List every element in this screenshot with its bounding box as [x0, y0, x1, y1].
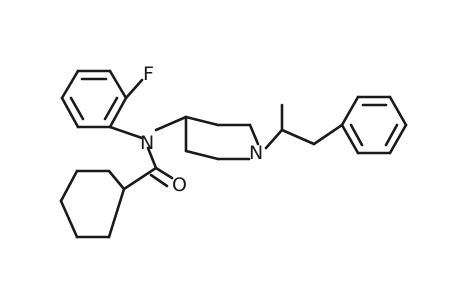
oxygen-label: O: [172, 174, 187, 196]
carbonyl-double-bond: [149, 166, 174, 188]
carbonyl-cyclohexyl-bond: [122, 166, 158, 191]
fluorine-label: F: [143, 63, 154, 85]
ch2-phenyl-bond: [312, 123, 344, 146]
amide-nitrogen-label: N: [140, 132, 154, 154]
aryl-n-bond: [108, 125, 144, 140]
piperidine-ring: [184, 115, 260, 161]
n-sidechain-bond: [264, 128, 284, 150]
cyclohexyl-ring: [59, 169, 126, 239]
piperidine-nitrogen-label: N: [249, 142, 263, 164]
c-f-bond: [124, 78, 144, 100]
n-piperidine-bond: [154, 115, 188, 132]
n-carbonyl-bond: [146, 146, 158, 170]
ch-ch2-bond: [280, 128, 316, 146]
phenyl-ring: [340, 95, 408, 155]
fluorophenyl-ring: [60, 69, 128, 129]
